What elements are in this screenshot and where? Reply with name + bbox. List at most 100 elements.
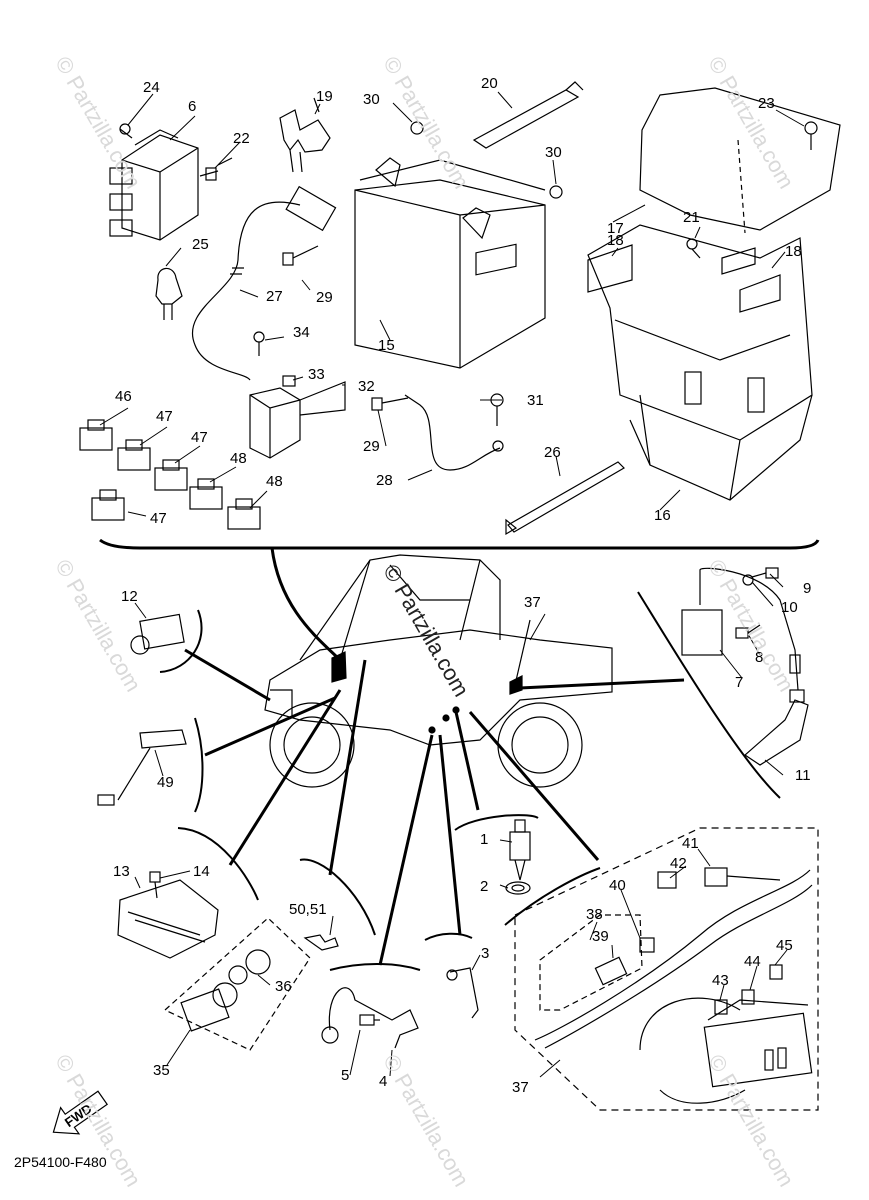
- callout-29a: 29: [316, 289, 333, 306]
- leader-line-49: [204, 696, 336, 757]
- callout-17: 17: [607, 220, 624, 237]
- callout-34: 34: [293, 324, 310, 341]
- callout-6: 6: [188, 98, 197, 115]
- switch-part-35: [180, 982, 238, 1032]
- screw-part-24: [119, 123, 133, 139]
- callout-15: 15: [378, 337, 395, 354]
- bolt-part-5: [359, 1014, 380, 1026]
- fuse-part-48b: [227, 498, 261, 530]
- rubber-part-18b: [739, 274, 781, 313]
- callout-36: 36: [275, 978, 292, 995]
- rubber-part-18a: [587, 244, 633, 293]
- callout-44: 44: [744, 953, 761, 970]
- leader-line-5: [378, 734, 434, 966]
- screw-part-9: [751, 567, 779, 579]
- fuse-part-47c: [91, 489, 125, 521]
- callout-18b: 18: [785, 243, 802, 260]
- bolt-part-21: [686, 238, 701, 259]
- callout-24: 24: [143, 79, 160, 96]
- callout-47c: 47: [150, 510, 167, 527]
- callout-27: 27: [266, 288, 283, 305]
- clamp-part-19: [279, 97, 331, 173]
- callout-39: 39: [592, 928, 609, 945]
- bracket-3: [424, 932, 473, 941]
- callout-38: 38: [586, 906, 603, 923]
- washer-part-2: [505, 881, 531, 895]
- callout-48b: 48: [266, 473, 283, 490]
- fuse-part-45: [769, 964, 783, 980]
- bolt-part-14: [149, 871, 161, 899]
- callout-50-51: 50,51: [289, 901, 327, 918]
- bracket-5: [329, 963, 421, 971]
- leader-line-37: [468, 711, 600, 861]
- cable-part-27: [192, 185, 337, 381]
- rubber-part-18c: [721, 247, 756, 275]
- callout-47b: 47: [191, 429, 208, 446]
- callout-26: 26: [544, 444, 561, 461]
- sensor-part-3: [446, 967, 479, 1019]
- callout-2: 2: [480, 878, 489, 895]
- callout-7: 7: [735, 674, 744, 691]
- band-part-26: [505, 461, 625, 536]
- fuse-part-46: [79, 419, 113, 451]
- fuse-part-43: [714, 999, 728, 1015]
- relay-part-41: [704, 867, 781, 887]
- battery-box-part-16: [587, 224, 813, 501]
- callout-41: 41: [682, 835, 699, 852]
- harness-subgroup-box: [539, 914, 643, 1011]
- clip-part-25: [155, 267, 183, 320]
- callout-29b: 29: [363, 438, 380, 455]
- callout-31: 31: [527, 392, 544, 409]
- callout-9: 9: [803, 580, 812, 597]
- leader-line-50: [328, 659, 367, 876]
- sensor-part-4: [321, 987, 419, 1049]
- ignition-coil-part-7: [681, 567, 801, 691]
- switch-part-12: [130, 613, 185, 655]
- callout-32: 32: [358, 378, 375, 395]
- vehicle-outline: [264, 554, 613, 788]
- ecu-unit-part-6: [109, 129, 199, 241]
- regulator-part-13: [117, 879, 219, 959]
- key-part-50-51: [303, 934, 339, 951]
- callout-1: 1: [480, 831, 489, 848]
- callout-47a: 47: [156, 408, 173, 425]
- fuse-part-48a: [189, 478, 223, 510]
- leader-line-1: [454, 711, 480, 811]
- callout-13: 13: [113, 863, 130, 880]
- callout-43: 43: [712, 972, 729, 989]
- cable-part-28: [404, 394, 504, 471]
- callout-49: 49: [157, 774, 174, 791]
- bracket-ignition: [637, 591, 781, 799]
- bracket-12: [159, 609, 203, 673]
- leader-line-37b: [514, 619, 531, 686]
- bracket-13: [177, 827, 259, 901]
- bolt-part-29a: [282, 245, 319, 266]
- callout-12: 12: [121, 588, 138, 605]
- spark-plug-part-1: [509, 819, 531, 881]
- diagram-code: 2P54100-F480: [14, 1154, 107, 1170]
- callout-5: 5: [341, 1067, 350, 1084]
- callout-16: 16: [654, 507, 671, 524]
- battery-band-part-20: [472, 81, 584, 149]
- callout-14: 14: [193, 863, 210, 880]
- bolt-part-31: [490, 393, 504, 426]
- relay-part-40: [639, 937, 655, 953]
- callout-10: 10: [781, 599, 798, 616]
- leader-line-3: [438, 734, 462, 936]
- callout-28: 28: [376, 472, 393, 489]
- callout-33: 33: [308, 366, 325, 383]
- callout-23: 23: [758, 95, 775, 112]
- nut-part-30b: [549, 185, 563, 199]
- bracket-1: [454, 814, 539, 831]
- callout-40: 40: [609, 877, 626, 894]
- callout-37b: 37: [512, 1079, 529, 1096]
- relay-part-42: [657, 871, 677, 889]
- bolt-part-29b: [371, 397, 409, 411]
- leader-line-13: [228, 689, 342, 866]
- cover-part-17: [639, 87, 841, 234]
- washer-part-10: [742, 574, 754, 586]
- nut-part-36: [228, 949, 271, 985]
- wire-harness-part-37: [534, 869, 813, 1104]
- bolt-part-22: [199, 157, 233, 181]
- callout-22: 22: [233, 130, 250, 147]
